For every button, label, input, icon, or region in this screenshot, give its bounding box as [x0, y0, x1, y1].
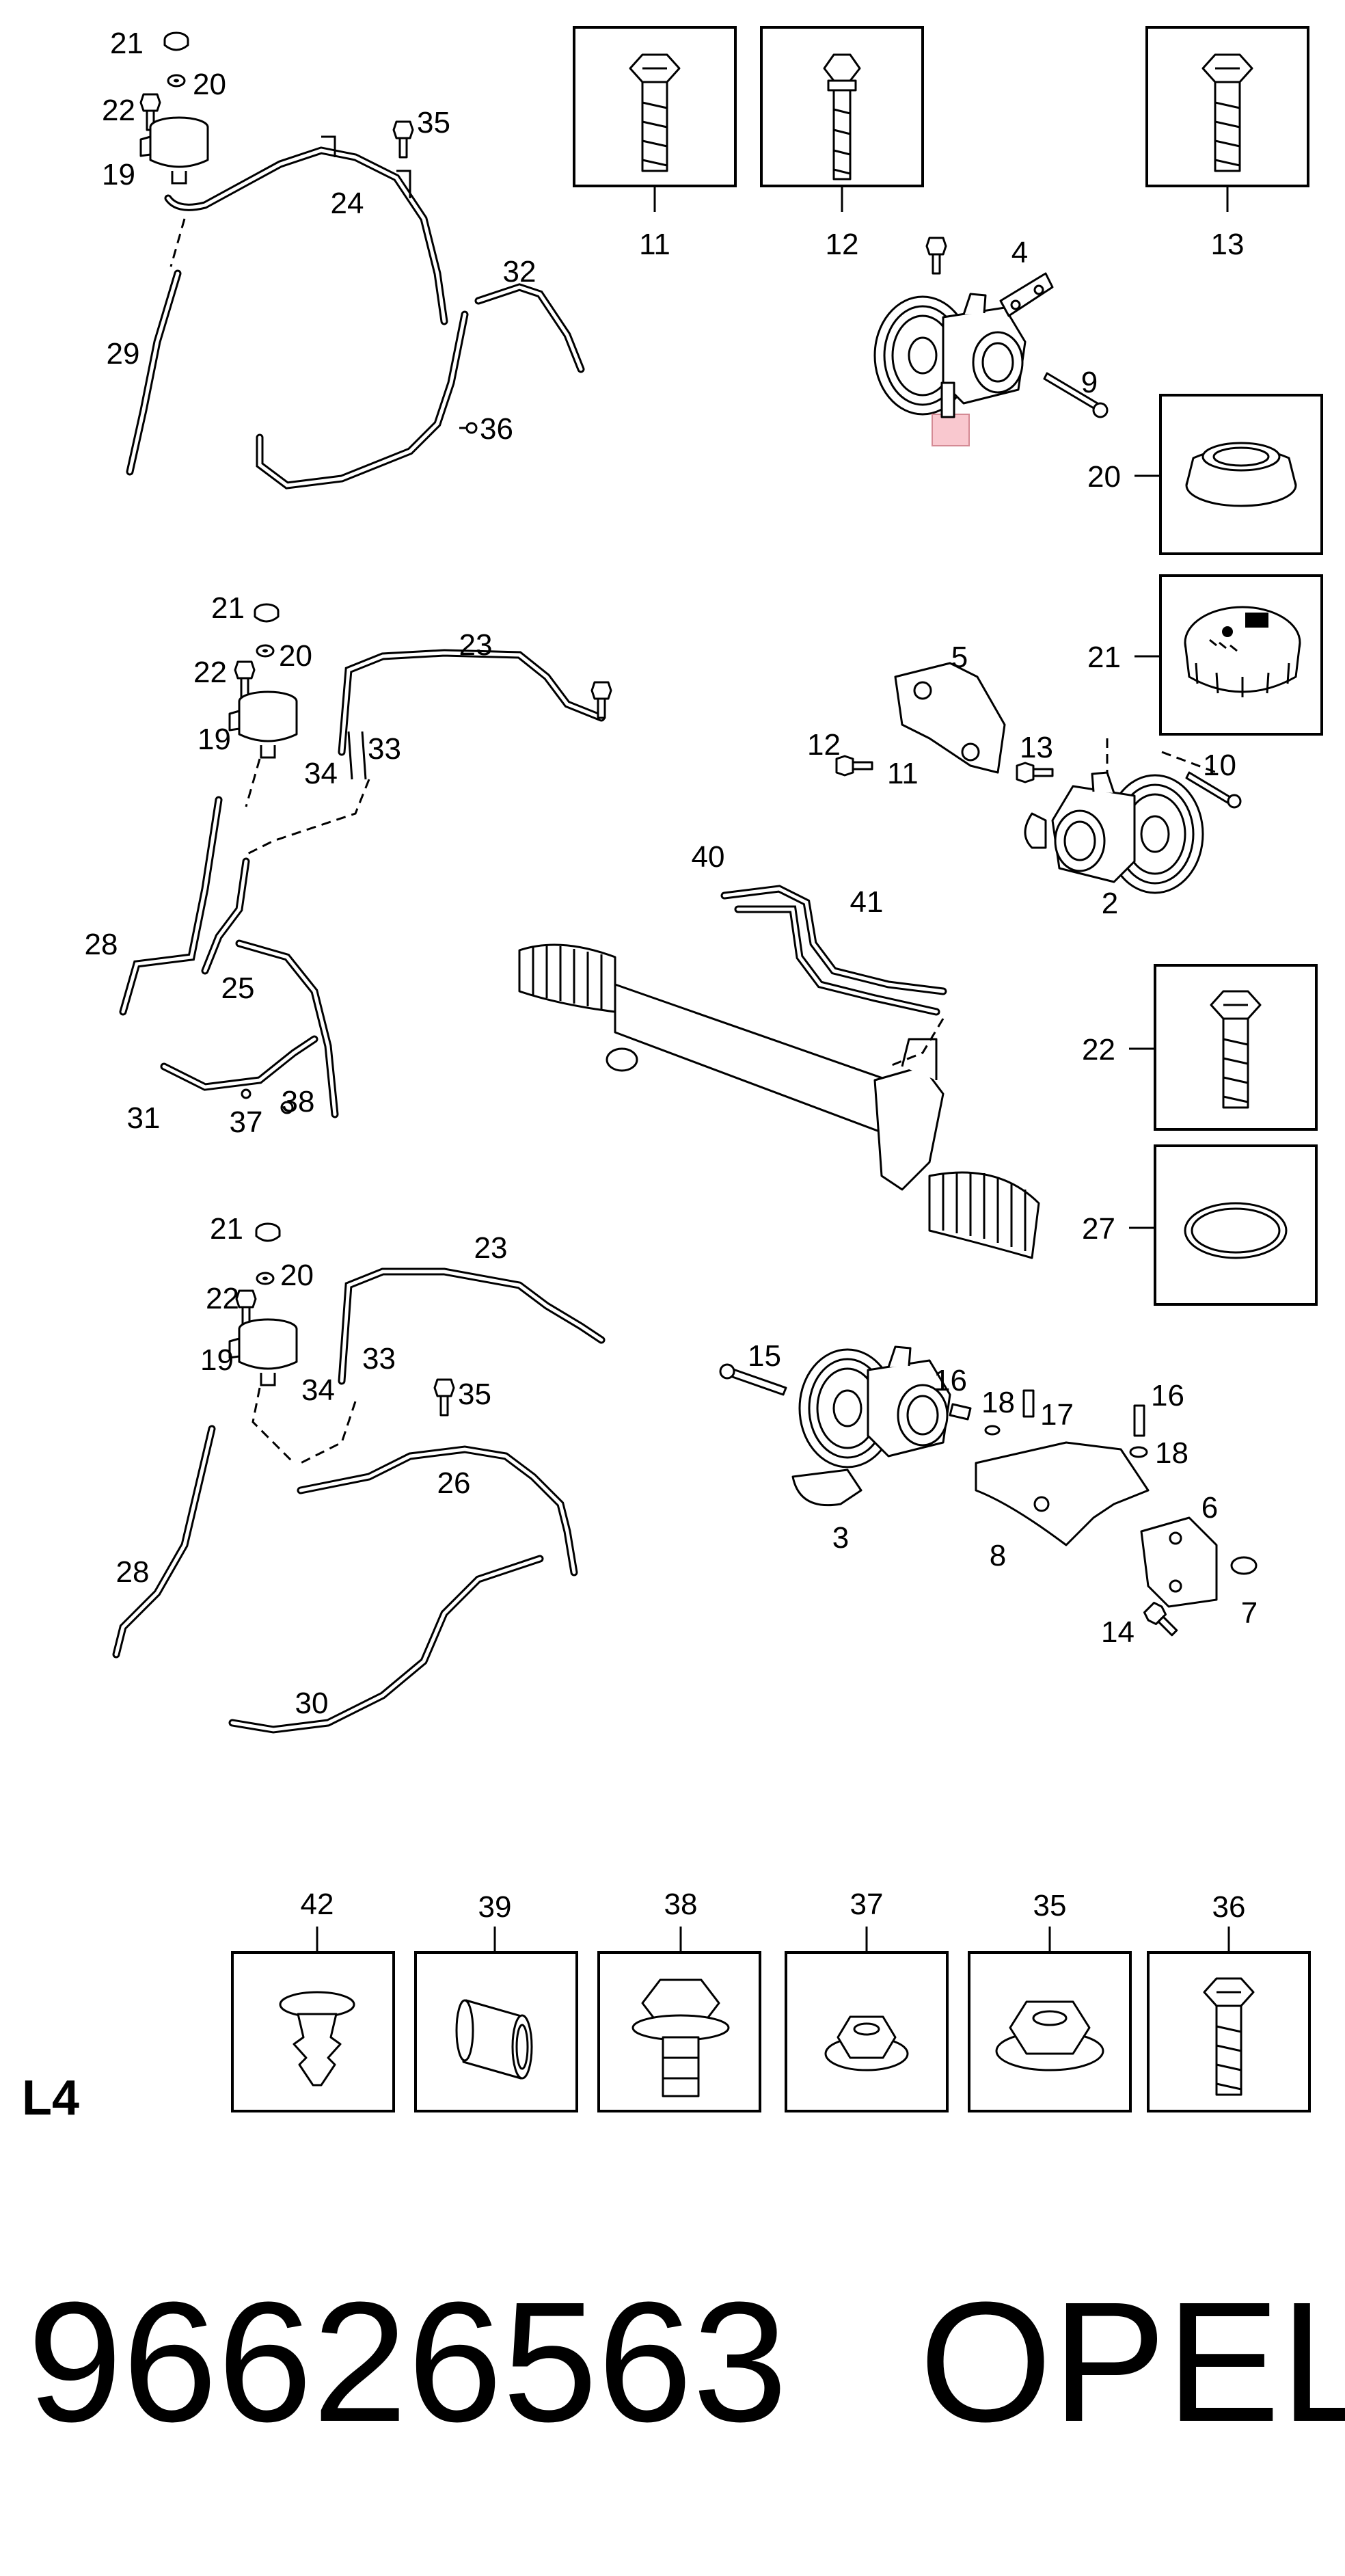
label-28: 28 — [116, 1555, 150, 1589]
pump-group-top: 4 9 1 — [873, 236, 1109, 446]
label-18: 18 — [981, 1386, 1015, 1419]
label-31: 31 — [127, 1101, 161, 1135]
box-part-21: 21 — [1087, 574, 1323, 736]
box-part-11: 11 — [573, 26, 737, 261]
label-15: 15 — [748, 1339, 781, 1373]
label-22: 22 — [1082, 1033, 1115, 1066]
label-13: 13 — [1020, 731, 1053, 764]
label-34: 34 — [304, 757, 338, 790]
label-23: 23 — [474, 1231, 508, 1265]
label-23: 23 — [459, 628, 493, 662]
label-6: 6 — [1201, 1491, 1218, 1525]
label-11: 11 — [887, 757, 919, 790]
label-20: 20 — [1087, 460, 1121, 494]
box-part-37: 37 — [785, 1888, 949, 2112]
section-tag: L4 — [22, 2071, 80, 2125]
hose-assembly-middle: 21 20 22 19 23 34 33 28 25 31 37 38 — [85, 591, 612, 1139]
label-35: 35 — [1033, 1889, 1067, 1922]
part-number: 96626563 — [27, 2266, 788, 2457]
hose-assembly-bottom: 21 20 22 19 23 34 33 35 26 28 30 — [112, 1212, 606, 1734]
steering-rack: 40 41 — [518, 840, 1040, 1259]
label-17: 17 — [1040, 1398, 1074, 1432]
label-42: 42 — [301, 1888, 334, 1921]
label-8: 8 — [990, 1539, 1006, 1572]
label-18: 18 — [1155, 1436, 1188, 1470]
label-20: 20 — [193, 68, 226, 101]
label-38: 38 — [664, 1888, 698, 1921]
label-22: 22 — [206, 1282, 239, 1315]
box-part-27: 27 — [1082, 1144, 1318, 1306]
pump-group-bottom: 15 16 18 17 16 18 6 3 8 7 14 — [719, 1339, 1258, 1649]
label-30: 30 — [295, 1687, 329, 1720]
label-21: 21 — [211, 591, 245, 625]
pump-group-middle: 5 12 11 13 10 2 — [807, 641, 1242, 920]
label-19: 19 — [102, 158, 135, 191]
label-29: 29 — [107, 337, 140, 371]
label-4: 4 — [1011, 236, 1028, 269]
label-2: 2 — [1102, 887, 1118, 920]
label-21: 21 — [210, 1212, 243, 1246]
label-20: 20 — [279, 639, 312, 673]
label-3: 3 — [832, 1521, 849, 1555]
label-21: 21 — [1087, 641, 1121, 674]
label-19: 19 — [198, 723, 231, 756]
label-24: 24 — [331, 187, 364, 220]
highlight-marker — [932, 414, 970, 446]
label-33: 33 — [368, 732, 401, 766]
label-40: 40 — [692, 840, 725, 874]
label-20: 20 — [280, 1259, 314, 1292]
label-36: 36 — [480, 412, 513, 446]
label-32: 32 — [503, 255, 536, 289]
label-7: 7 — [1241, 1596, 1258, 1630]
label-39: 39 — [478, 1890, 512, 1924]
label-26: 26 — [437, 1466, 471, 1500]
label-5: 5 — [951, 641, 968, 674]
label-9: 9 — [1081, 366, 1098, 399]
label-36: 36 — [1212, 1890, 1246, 1924]
box-part-38: 38 — [597, 1888, 761, 2112]
box-part-22: 22 — [1082, 964, 1318, 1131]
label-16: 16 — [1151, 1379, 1184, 1412]
label-19: 19 — [200, 1343, 234, 1377]
box-part-20: 20 — [1087, 394, 1323, 555]
label-34: 34 — [301, 1373, 335, 1407]
label-12: 12 — [826, 228, 859, 261]
box-part-12: 12 — [760, 26, 924, 261]
label-12: 12 — [807, 728, 841, 762]
label-25: 25 — [221, 971, 255, 1005]
label-41: 41 — [850, 885, 884, 919]
label-27: 27 — [1082, 1212, 1115, 1246]
label-22: 22 — [193, 656, 227, 689]
hose-assembly-top: 21 20 22 19 35 24 32 29 36 — [102, 27, 585, 489]
label-35: 35 — [417, 106, 450, 139]
box-part-35: 35 — [968, 1889, 1132, 2112]
box-part-42: 42 — [231, 1888, 395, 2112]
box-part-13: 13 — [1145, 26, 1309, 261]
label-14: 14 — [1101, 1615, 1135, 1649]
label-22: 22 — [102, 94, 135, 127]
label-28: 28 — [85, 928, 118, 961]
label-37: 37 — [850, 1888, 884, 1921]
label-33: 33 — [362, 1342, 396, 1376]
label-35: 35 — [458, 1378, 491, 1411]
box-part-36: 36 — [1147, 1890, 1311, 2112]
label-13: 13 — [1211, 228, 1245, 261]
label-16: 16 — [934, 1364, 967, 1397]
brand-name: OPEL — [919, 2266, 1345, 2457]
label-38: 38 — [282, 1085, 315, 1118]
label-21: 21 — [110, 27, 144, 60]
label-10: 10 — [1203, 749, 1236, 782]
label-11: 11 — [639, 228, 670, 261]
label-37: 37 — [230, 1105, 263, 1139]
box-part-39: 39 — [414, 1890, 578, 2112]
